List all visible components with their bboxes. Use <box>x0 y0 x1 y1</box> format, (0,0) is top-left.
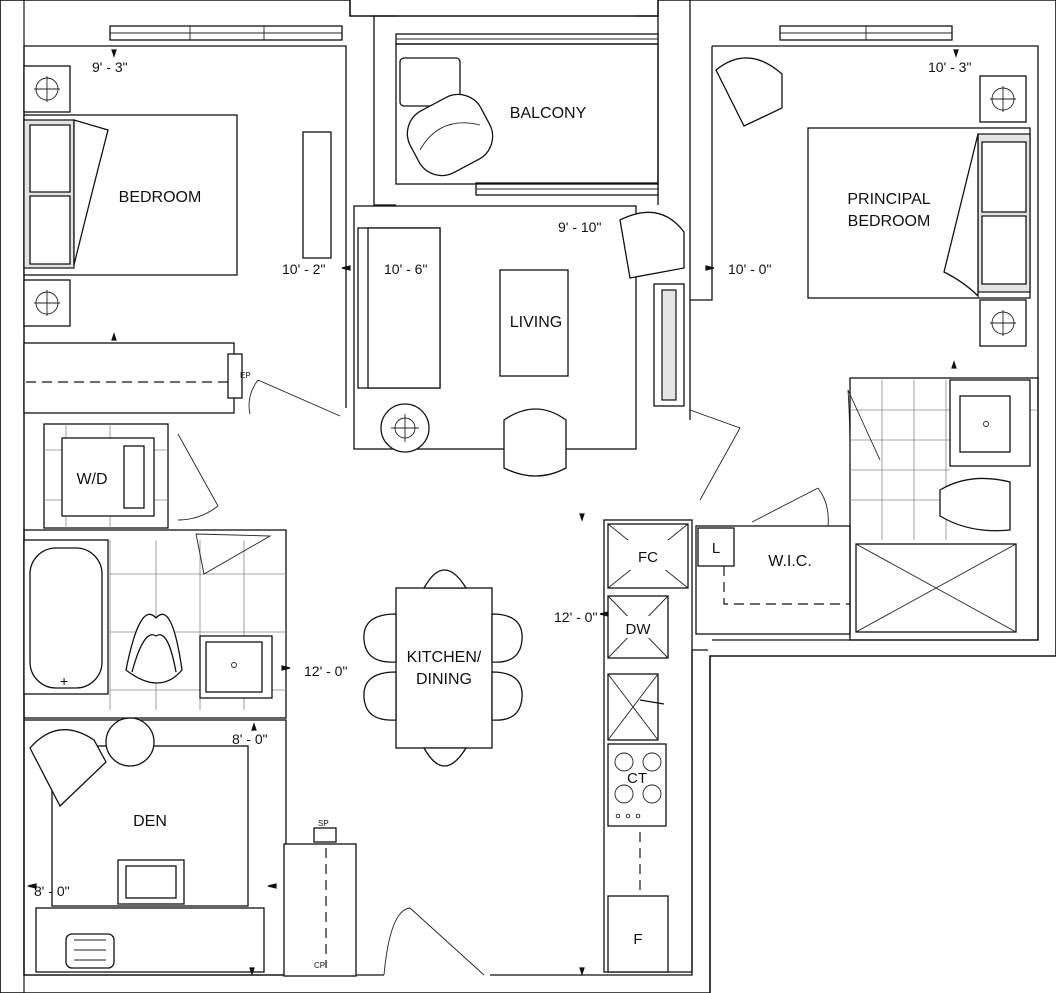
living-depth-dim: 9' - 10" <box>558 219 601 235</box>
cp-label: CP <box>314 961 325 970</box>
living-label: LIVING <box>510 314 562 331</box>
bedroom: EP BEDROOM 9' - 3" 10' - 2" <box>23 59 341 417</box>
linen-label: L <box>712 540 720 557</box>
den-depth-dim: 8' - 0" <box>34 883 70 899</box>
bedroom-width-dim: 9' - 3" <box>92 59 128 75</box>
den-label: DEN <box>133 813 167 830</box>
living: LIVING 10' - 6" 9' - 10" <box>353 205 741 501</box>
den-width-dim: 8' - 0" <box>232 731 268 747</box>
kitchen-label-2: DINING <box>416 671 472 688</box>
utility-shaft: SP CP <box>283 819 485 977</box>
balcony-label: BALCONY <box>510 105 587 122</box>
walk-in-closet: L W.I.C. <box>695 487 851 635</box>
sp-label: SP <box>318 819 329 828</box>
svg-text:+: + <box>60 673 68 689</box>
balcony: BALCONY <box>395 43 659 185</box>
reference-markers <box>27 49 959 976</box>
den: DEN 8' - 0" 8' - 0" <box>23 717 287 976</box>
principal-width-dim: 10' - 3" <box>928 59 971 75</box>
ep-label: EP <box>240 371 251 380</box>
ct-label: CT <box>627 770 647 787</box>
kitchen-dining: KITCHEN/ DINING 12' - 0" FC DW CT F <box>363 519 693 973</box>
fc-label: FC <box>638 549 658 566</box>
bedroom-label: BEDROOM <box>119 189 202 206</box>
living-width-dim: 10' - 6" <box>384 261 427 277</box>
kitchen-label-1: KITCHEN/ <box>407 649 482 666</box>
principal-bedroom: PRINCIPAL BEDROOM 10' - 3" 10' - 0" <box>715 57 1031 347</box>
laundry: W/D <box>43 423 219 529</box>
principal-bedroom-label-2: BEDROOM <box>848 213 931 230</box>
wd-label: W/D <box>76 471 107 488</box>
principal-depth-dim: 10' - 0" <box>728 261 771 277</box>
principal-bedroom-label-1: PRINCIPAL <box>847 191 930 208</box>
wic-label: W.I.C. <box>768 553 812 570</box>
f-label: F <box>633 931 642 948</box>
kitchen-depth-dim: 12' - 0" <box>554 609 597 625</box>
windows <box>109 25 953 196</box>
bedroom-depth-dim: 10' - 2" <box>282 261 325 277</box>
ensuite <box>847 377 1039 641</box>
bath-depth-dim: 12' - 0" <box>304 663 347 679</box>
dw-label: DW <box>626 621 652 638</box>
main-bath: + 12' - 0" <box>23 529 347 719</box>
